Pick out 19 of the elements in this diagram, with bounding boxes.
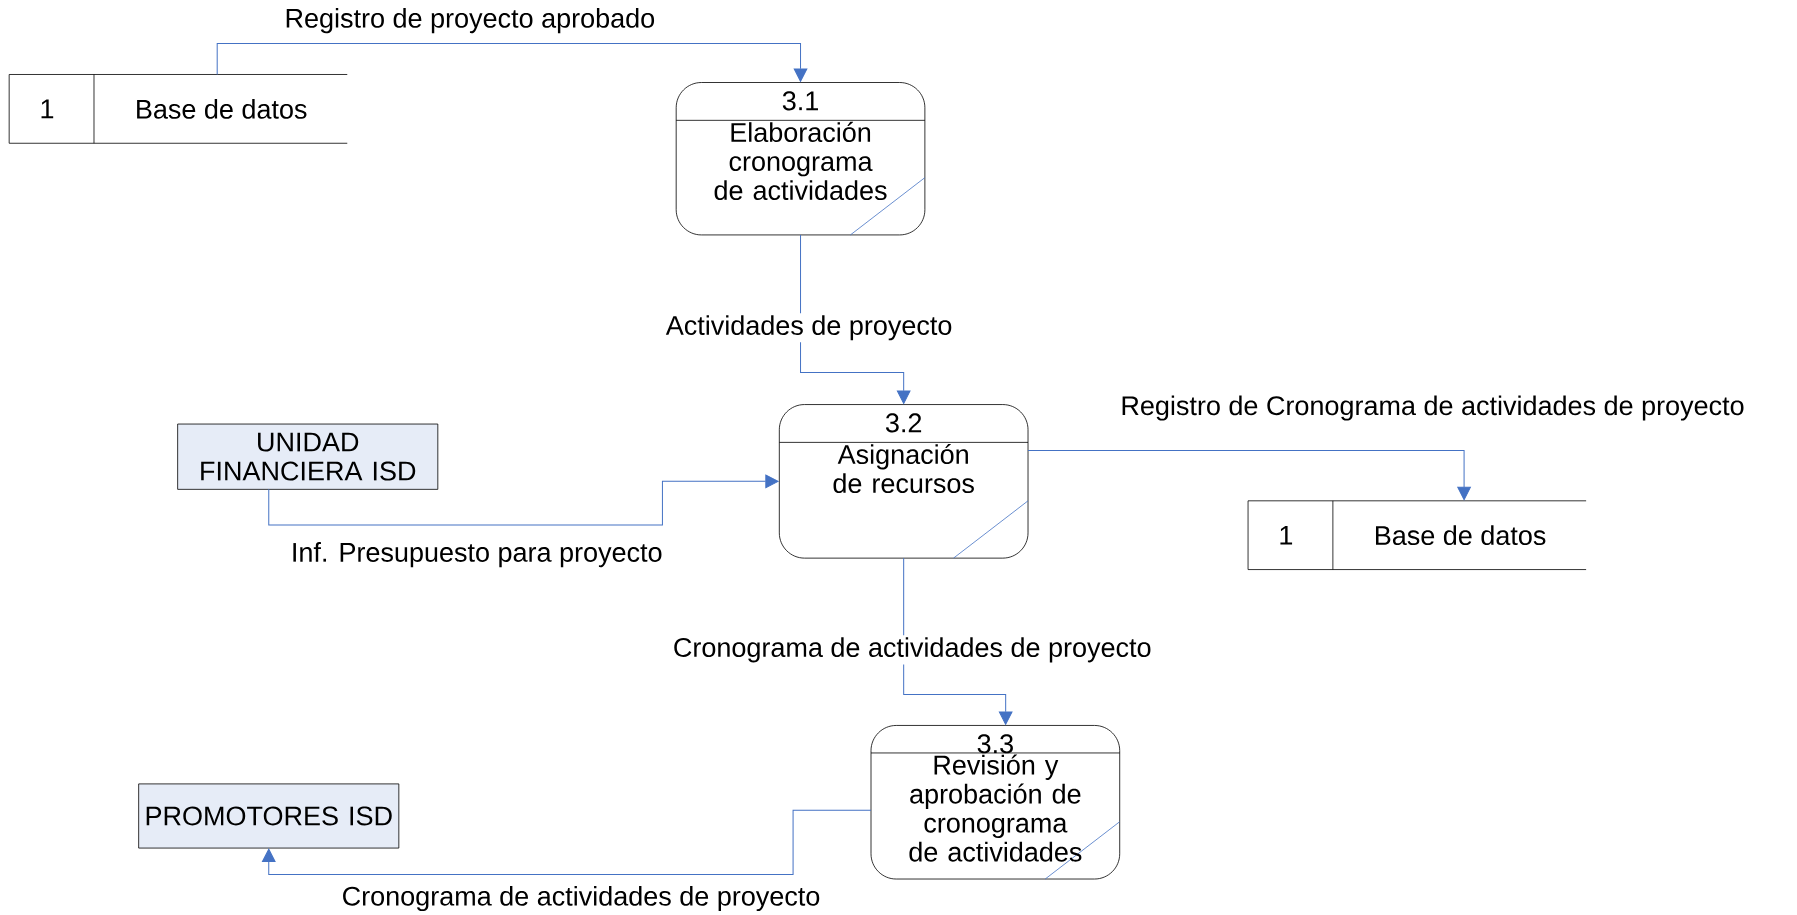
data-store: 1 Base de datos [8, 74, 348, 144]
edge-label: Actividades de proyecto [663, 313, 955, 343]
process-box: 3.2 Asignación de recursos [778, 404, 1029, 559]
edge-label: Registro de proyecto aprobado [282, 6, 658, 36]
arrow [1027, 450, 1471, 501]
edge-label: Cronograma de actividades de proyecto [670, 635, 1154, 665]
arrow [216, 43, 808, 83]
arrow [268, 474, 779, 526]
external-entity-box: UNIDAD FINANCIERA ISD [177, 423, 439, 490]
edge-label: Registro de Cronograma de actividades de proyecto [1118, 393, 1747, 423]
arrow [261, 810, 872, 876]
edge-label: Inf. Presupuesto para proyecto [288, 540, 665, 570]
external-entity-box: PROMOTORES ISD [138, 783, 400, 849]
edge-label: Cronograma de actividades de proyecto [339, 884, 823, 914]
arrow [800, 234, 911, 405]
arrow [903, 557, 1013, 726]
process-box: 3.3 Revisión y aprobación de cronograma de actividades [870, 725, 1121, 880]
process-box: 3.1 Elaboración cronograma de actividades [675, 82, 926, 236]
data-store: 1 Base de datos [1247, 500, 1587, 571]
